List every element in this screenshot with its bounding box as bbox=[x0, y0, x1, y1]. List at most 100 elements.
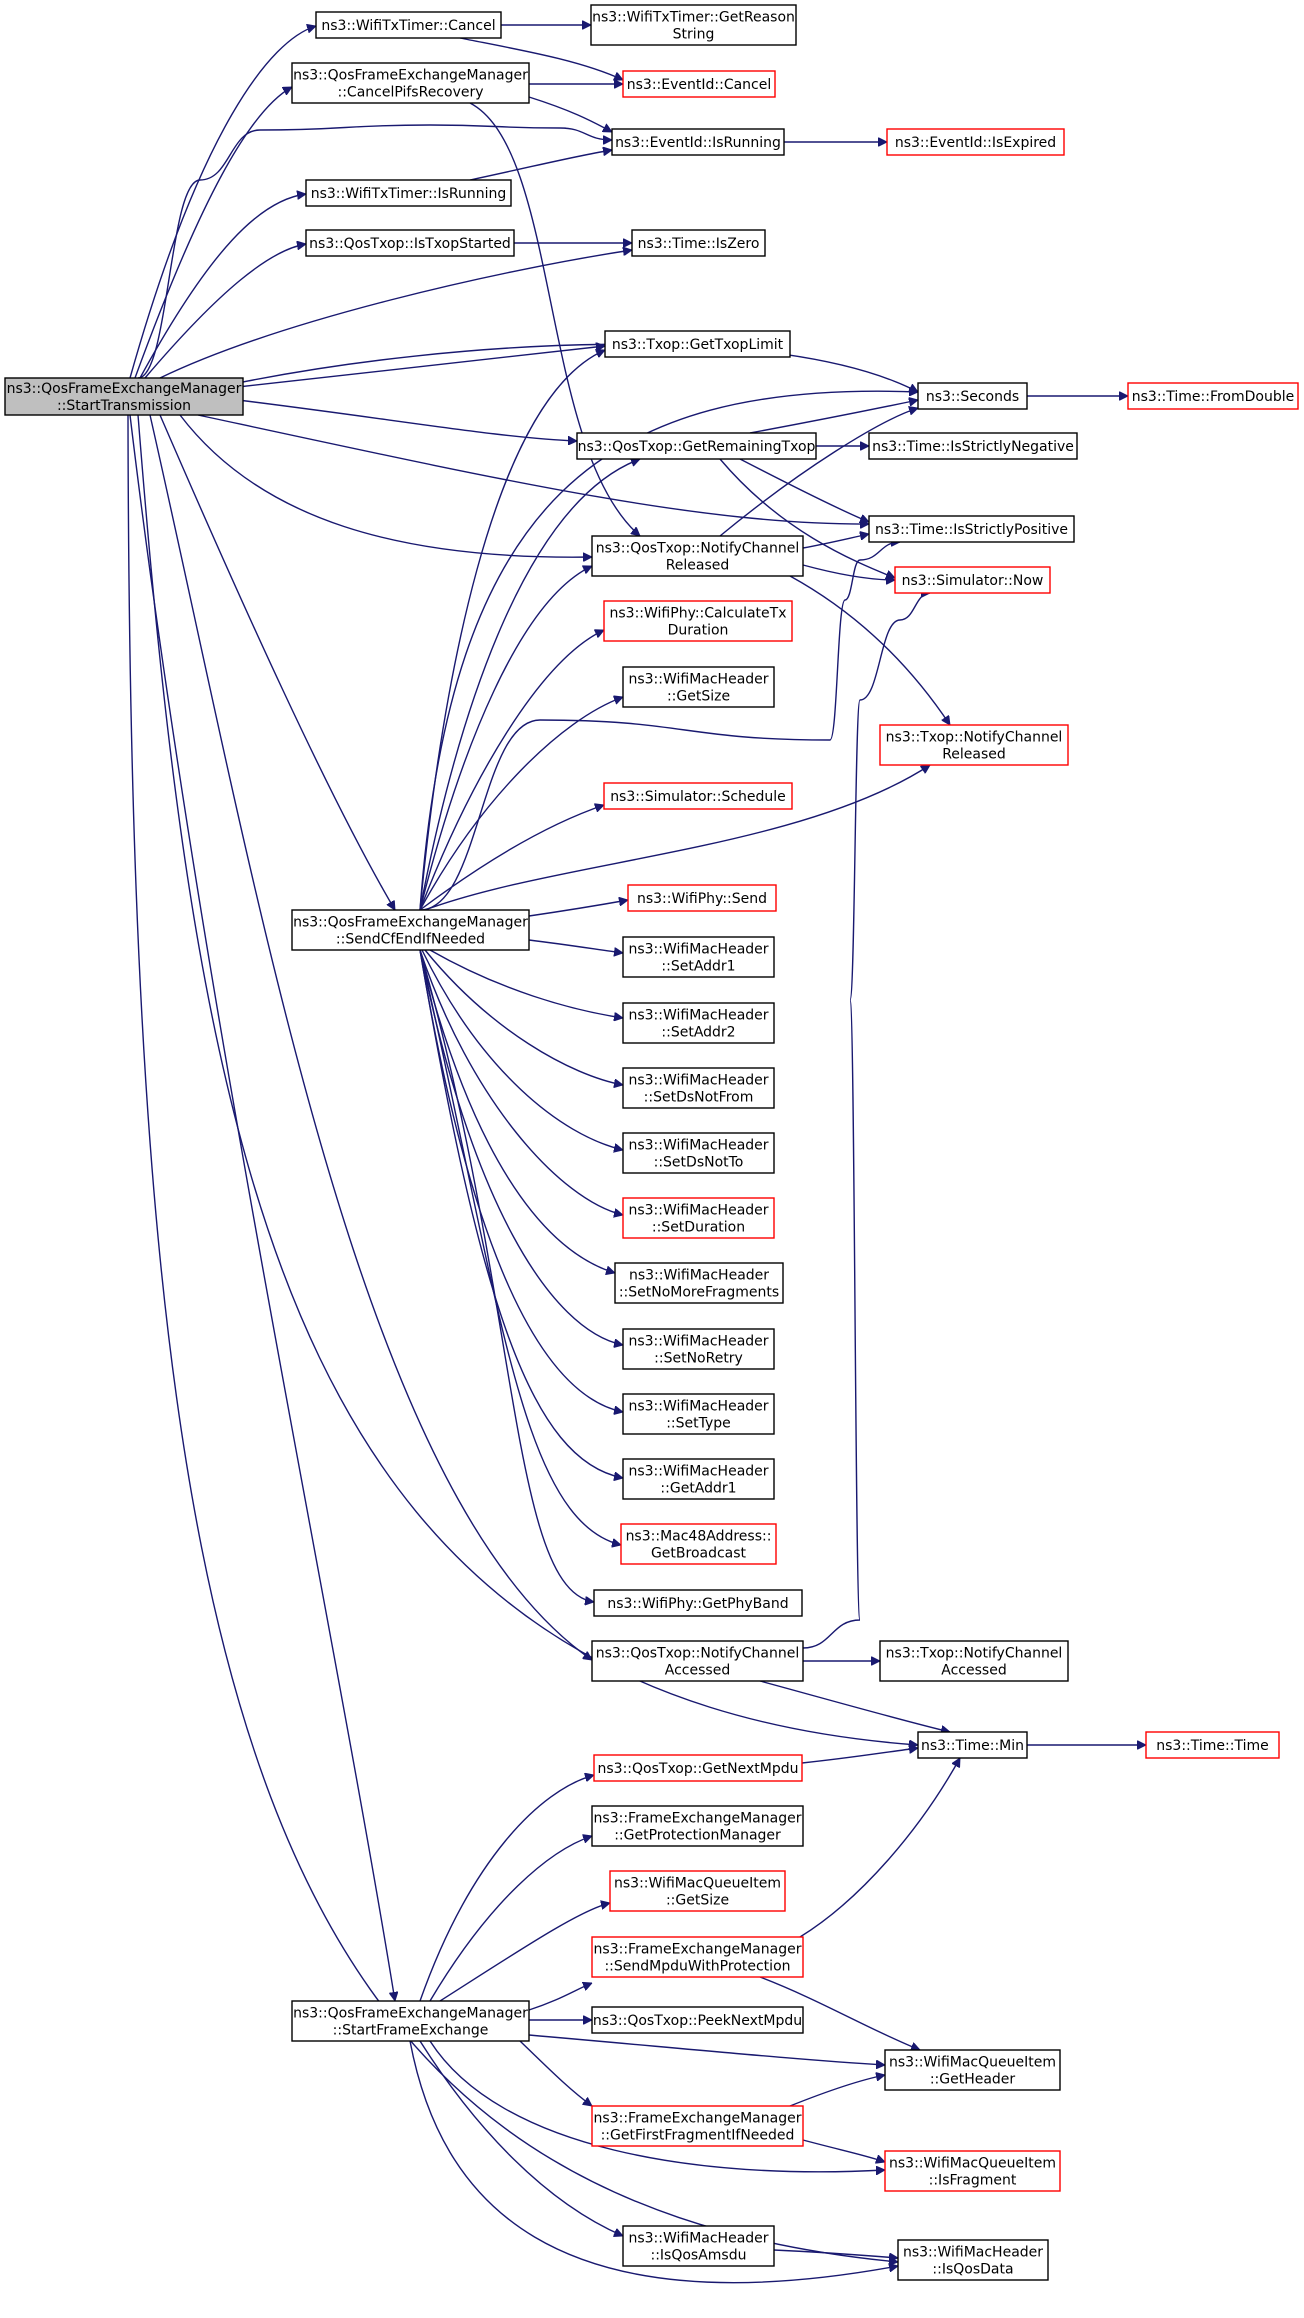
edge-qosNotifyChannelAccessed-to-simulatorNow bbox=[802, 593, 931, 1649]
node-seconds[interactable]: ns3::Seconds bbox=[917, 382, 1028, 410]
edge-sendCfEnd-to-setNoMoreFragments bbox=[419, 949, 615, 1273]
node-wifi-tx-timer-is-running[interactable]: ns3::WifiTxTimer::IsRunning bbox=[305, 179, 512, 207]
node-get-protection-manager[interactable]: ns3::FrameExchangeManager::GetProtection… bbox=[591, 1805, 804, 1847]
node-set-duration[interactable]: ns3::WifiMacHeader::SetDuration bbox=[622, 1197, 775, 1239]
node-time-is-zero[interactable]: ns3::Time::IsZero bbox=[631, 229, 766, 257]
node-get-addr1[interactable]: ns3::WifiMacHeader::GetAddr1 bbox=[622, 1458, 775, 1500]
edge-root-to-cancelPifsRecovery bbox=[134, 86, 292, 379]
edge-sendCfEnd-to-getPhyBand bbox=[419, 949, 594, 1602]
node-cancel-pifs-recovery[interactable]: ns3::QosFrameExchangeManager::CancelPifs… bbox=[291, 62, 530, 104]
node-box bbox=[611, 128, 785, 156]
node-label: ns3::QosFrameExchangeManager bbox=[7, 381, 242, 397]
node-get-remaining-txop[interactable]: ns3::QosTxop::GetRemainingTxop bbox=[576, 432, 817, 460]
edge-getFirstFragment-to-queueItemIsFragment bbox=[802, 2139, 885, 2162]
node-box bbox=[591, 1805, 804, 1847]
edge-root-to-sendCfEnd bbox=[159, 414, 396, 910]
node-label: ::SetAddr1 bbox=[661, 959, 735, 975]
node-box bbox=[593, 1589, 803, 1617]
edge-wifiTxTimerIsRunning-to-eventIdIsRunning bbox=[469, 150, 612, 181]
node-send-mpdu-with-protection[interactable]: ns3::FrameExchangeManager::SendMpduWithP… bbox=[591, 1936, 804, 1978]
node-label: ns3::QosTxop::IsTxopStarted bbox=[309, 236, 511, 252]
node-simulator-schedule[interactable]: ns3::Simulator::Schedule bbox=[603, 782, 793, 810]
node-label: ::GetFirstFragmentIfNeeded bbox=[601, 2128, 795, 2144]
node-set-no-retry[interactable]: ns3::WifiMacHeader::SetNoRetry bbox=[622, 1328, 775, 1370]
node-label: ::GetHeader bbox=[930, 2072, 1016, 2088]
node-queue-item-get-header[interactable]: ns3::WifiMacQueueItem::GetHeader bbox=[884, 2049, 1061, 2091]
node-simulator-now[interactable]: ns3::Simulator::Now bbox=[894, 566, 1051, 594]
edge-sendCfEnd-to-getRemainingTxop bbox=[419, 459, 640, 911]
node-get-phy-band[interactable]: ns3::WifiPhy::GetPhyBand bbox=[593, 1589, 803, 1617]
node-label: ns3::WifiMacHeader bbox=[628, 1334, 768, 1350]
node-box bbox=[622, 666, 775, 708]
edge-startFrameExchange-to-queueItemGetHeader bbox=[528, 2034, 885, 2065]
edge-getNextMpdu-to-timeMin bbox=[801, 1748, 918, 1764]
node-send-cf-end[interactable]: ns3::QosFrameExchangeManager::SendCfEndI… bbox=[291, 909, 530, 951]
node-label: ns3::WifiTxTimer::IsRunning bbox=[311, 186, 507, 202]
node-root[interactable]: ns3::QosFrameExchangeManager::StartTrans… bbox=[4, 377, 244, 416]
node-set-ds-not-to[interactable]: ns3::WifiMacHeader::SetDsNotTo bbox=[622, 1132, 775, 1174]
node-set-no-more-fragments[interactable]: ns3::WifiMacHeader::SetNoMoreFragments bbox=[614, 1262, 784, 1304]
node-label: ns3::QosFrameExchangeManager bbox=[293, 915, 528, 931]
edge-startFrameExchange-to-queueItemGetSize bbox=[439, 1903, 610, 2002]
edge-sendCfEnd-to-txopNotifyChannelReleased bbox=[424, 764, 930, 911]
node-get-broadcast[interactable]: ns3::Mac48Address::GetBroadcast bbox=[620, 1523, 777, 1565]
node-event-id-is-running[interactable]: ns3::EventId::IsRunning bbox=[611, 128, 785, 156]
node-peek-next-mpdu[interactable]: ns3::QosTxop::PeekNextMpdu bbox=[591, 2006, 804, 2034]
node-mac-header-get-size[interactable]: ns3::WifiMacHeader::GetSize bbox=[622, 666, 775, 708]
edge-root-to-startFrameExchange bbox=[129, 414, 395, 2001]
node-start-frame-exchange[interactable]: ns3::QosFrameExchangeManager::StartFrame… bbox=[291, 2000, 530, 2042]
node-box bbox=[591, 1936, 804, 1978]
node-set-ds-not-from[interactable]: ns3::WifiMacHeader::SetDsNotFrom bbox=[622, 1067, 775, 1109]
node-label: ::SetNoMoreFragments bbox=[619, 1285, 779, 1301]
node-event-id-is-expired[interactable]: ns3::EventId::IsExpired bbox=[886, 128, 1065, 156]
node-label: ns3::WifiMacHeader bbox=[903, 2245, 1043, 2261]
edge-wifiTxTimerCancel-to-eventIdCancel bbox=[459, 37, 623, 80]
node-queue-item-is-fragment[interactable]: ns3::WifiMacQueueItem::IsFragment bbox=[884, 2150, 1061, 2192]
node-is-txop-started[interactable]: ns3::QosTxop::IsTxopStarted bbox=[305, 229, 515, 257]
node-is-strictly-negative[interactable]: ns3::Time::IsStrictlyNegative bbox=[868, 432, 1078, 460]
node-box bbox=[622, 2225, 775, 2267]
node-set-addr1[interactable]: ns3::WifiMacHeader::SetAddr1 bbox=[622, 936, 775, 978]
node-box bbox=[917, 382, 1028, 410]
node-label: Released bbox=[666, 558, 730, 574]
edge-getFirstFragment-to-queueItemGetHeader bbox=[789, 2075, 885, 2107]
edge-root-to-seconds bbox=[237, 343, 918, 393]
edge-startFrameExchange-to-getNextMpdu bbox=[419, 1775, 594, 2002]
node-get-txop-limit[interactable]: ns3::Txop::GetTxopLimit bbox=[604, 330, 791, 358]
node-time-min[interactable]: ns3::Time::Min bbox=[917, 1731, 1028, 1759]
node-box bbox=[879, 1640, 1069, 1682]
node-box bbox=[917, 1731, 1028, 1759]
node-label: ns3::Txop::NotifyChannel bbox=[886, 1646, 1063, 1662]
node-set-type[interactable]: ns3::WifiMacHeader::SetType bbox=[622, 1393, 775, 1435]
node-is-qos-data[interactable]: ns3::WifiMacHeader::IsQosData bbox=[897, 2239, 1049, 2281]
node-is-qos-amsdu[interactable]: ns3::WifiMacHeader::IsQosAmsdu bbox=[622, 2225, 775, 2267]
edge-root-to-getTxopLimit bbox=[237, 346, 605, 388]
edge-sendCfEnd-to-getAddr1 bbox=[419, 949, 623, 1478]
node-wifi-tx-timer-cancel[interactable]: ns3::WifiTxTimer::Cancel bbox=[315, 11, 502, 39]
node-wifi-phy-send[interactable]: ns3::WifiPhy::Send bbox=[627, 884, 777, 912]
edge-qosNotifyChannelReleased-to-seconds bbox=[719, 408, 918, 537]
node-label: ::GetSize bbox=[666, 1893, 729, 1909]
node-get-next-mpdu[interactable]: ns3::QosTxop::GetNextMpdu bbox=[593, 1754, 803, 1782]
node-label: GetBroadcast bbox=[651, 1546, 747, 1562]
node-set-addr2[interactable]: ns3::WifiMacHeader::SetAddr2 bbox=[622, 1002, 775, 1044]
node-from-double[interactable]: ns3::Time::FromDouble bbox=[1127, 382, 1299, 410]
node-box bbox=[591, 2105, 804, 2147]
node-time-time[interactable]: ns3::Time::Time bbox=[1145, 1731, 1280, 1759]
node-is-strictly-positive[interactable]: ns3::Time::IsStrictlyPositive bbox=[868, 515, 1075, 543]
node-event-id-cancel[interactable]: ns3::EventId::Cancel bbox=[622, 70, 776, 98]
edge-startFrameExchange-to-isQosData bbox=[409, 2040, 898, 2284]
node-queue-item-get-size[interactable]: ns3::WifiMacQueueItem::GetSize bbox=[609, 1870, 786, 1912]
edge-root-to-isStrictlyPositive bbox=[197, 414, 869, 524]
node-get-first-fragment[interactable]: ns3::FrameExchangeManager::GetFirstFragm… bbox=[591, 2105, 804, 2147]
edge-sendCfEnd-to-simulatorSchedule bbox=[419, 805, 604, 911]
edge-startFrameExchange-to-getProtectionManager bbox=[429, 1836, 592, 2002]
call-edges bbox=[127, 25, 1146, 2284]
